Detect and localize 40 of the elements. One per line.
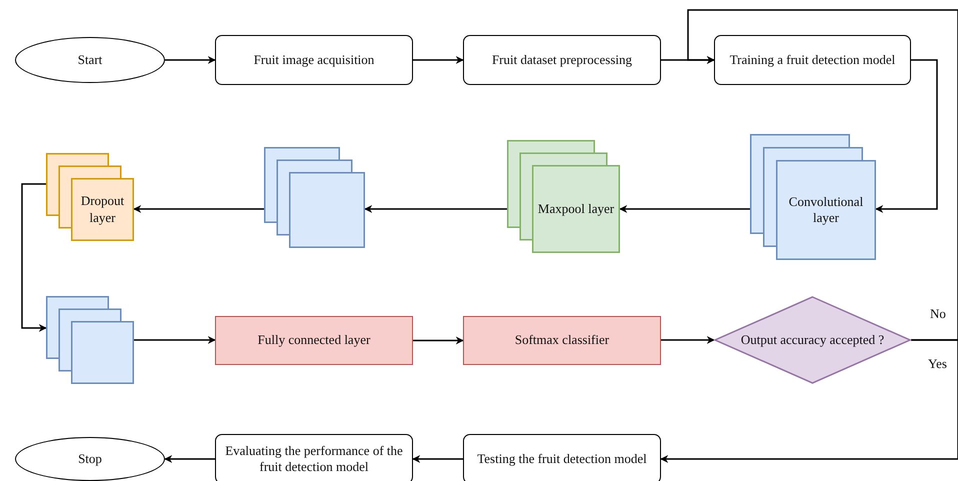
process-box [215,434,413,481]
arrow [413,336,464,344]
node-label: Softmax classifier [514,332,610,349]
arrow [875,59,938,213]
node-label: Stop [77,450,103,468]
process-box [714,35,911,85]
arrow [660,339,958,463]
arrow [619,205,750,213]
layer-box [215,316,413,365]
arrow [21,183,47,332]
arrow [133,205,264,213]
process-box [463,434,661,481]
node-label: Dropout layer [80,193,126,226]
process-box [463,35,661,85]
node-label: Output accuracy accepted ? [740,332,886,348]
node-label: Evaluating the performance of the fruit detection model [224,442,404,476]
process-box [215,35,413,85]
node-label: Fully connected layer [256,332,372,349]
layer-stack [46,296,134,384]
node-label: Training a fruit detection model [728,52,896,68]
decision-diamond [714,296,911,384]
node-label: Fruit image acquisition [252,52,376,68]
arrow [413,56,464,64]
arrow [164,455,215,463]
node-label: Testing the fruit detection model [476,450,648,468]
arrow [165,56,216,64]
arrow [412,455,463,463]
layer-stack [46,153,134,241]
layer-stack [507,140,620,253]
node-label: Start [76,52,104,68]
layer-stack [750,134,876,260]
arrow [364,205,507,213]
layer-stack [264,147,365,248]
arrow [661,336,715,344]
arrow [134,336,216,344]
layer-box [463,316,661,365]
arrow [687,9,958,341]
node-label: Maxpool layer [536,200,616,218]
node-label: Fruit dataset preprocessing [490,52,634,68]
node-label: Convolutional layer [788,194,864,226]
